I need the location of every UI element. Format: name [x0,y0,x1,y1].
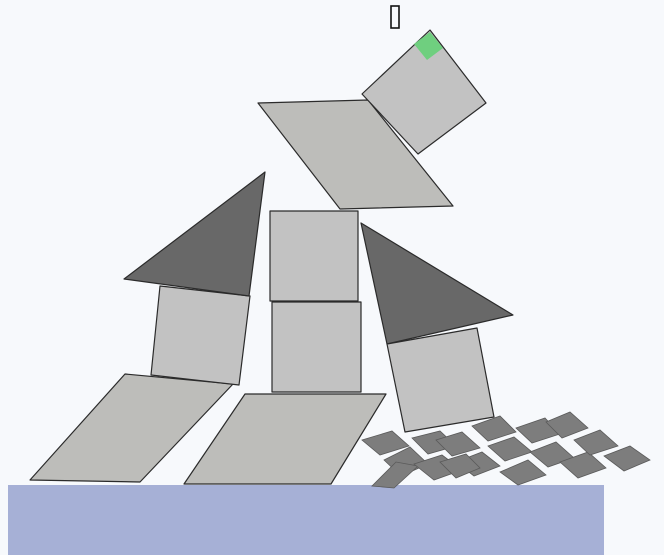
debris-chip [371,461,419,489]
parallelogram-block-bottom-middle[interactable] [183,393,387,485]
debris-chip [487,436,533,462]
triangle-block-right[interactable] [360,222,514,345]
debris-pile [361,411,651,489]
square-block-middle-upper[interactable] [269,210,359,302]
debris-chip [439,453,481,479]
green-goal-icon [414,32,443,60]
debris-chip [499,459,547,486]
square-block-middle-lower[interactable] [271,301,362,393]
square-block-top[interactable] [361,29,487,155]
parallelogram-block-top[interactable] [257,99,454,210]
debris-chip [435,431,481,457]
debris-chip [573,429,619,456]
rectangle-outline-icon [390,5,400,29]
debris-chip [471,415,517,442]
debris-chip [559,451,607,479]
square-block-left[interactable] [150,285,251,386]
square-block-right[interactable] [386,327,495,433]
debris-chip [545,411,589,439]
ground-platform [8,485,604,555]
debris-chip [603,445,651,472]
triangle-block-left[interactable] [123,171,266,297]
debris-chip [361,430,410,456]
